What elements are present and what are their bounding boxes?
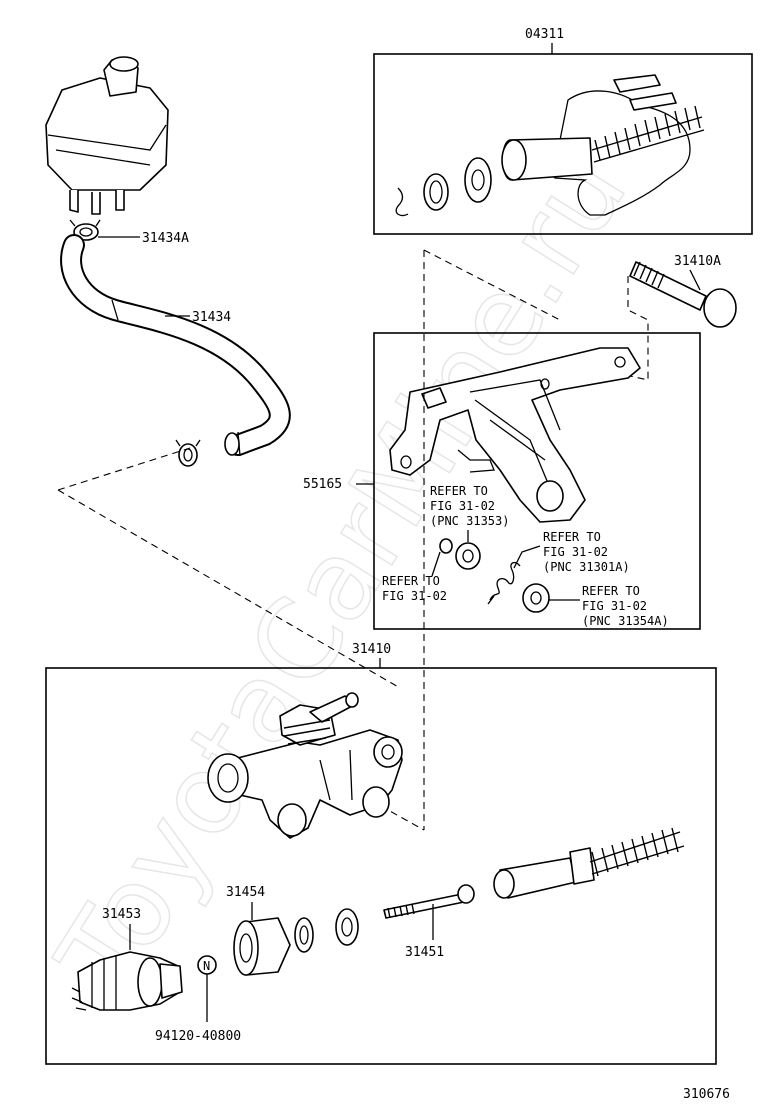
svg-text:REFER TO: REFER TO xyxy=(382,574,440,588)
snap-ring xyxy=(294,917,314,953)
label-31453: 31453 xyxy=(102,907,141,922)
svg-text:FIG 31-02: FIG 31-02 xyxy=(382,589,447,603)
label-31410: 31410 xyxy=(352,642,391,657)
hose-clamp-lower xyxy=(175,439,201,467)
cup-seal xyxy=(233,917,291,976)
leader-31410A xyxy=(689,269,701,291)
svg-text:(PNC 31354A): (PNC 31354A) xyxy=(582,614,669,628)
ref-note-fig-31-02: REFER TO FIG 31-02 xyxy=(382,574,447,603)
label-94120: 94120-40800 xyxy=(155,1029,241,1044)
label-31410A: 31410A xyxy=(674,254,721,269)
label-31434A: 31434A xyxy=(142,231,189,246)
washer xyxy=(335,908,359,946)
ref-note-31353: REFER TO FIG 31-02 (PNC 31353) xyxy=(430,484,509,528)
leader-ref-31301A xyxy=(513,545,541,569)
push-rod xyxy=(383,884,475,919)
svg-text:FIG 31-02: FIG 31-02 xyxy=(582,599,647,613)
label-55165: 55165 xyxy=(303,477,342,492)
piston-assembly xyxy=(493,827,685,899)
label-04311: 04311 xyxy=(525,27,564,42)
kit-04311-parts xyxy=(395,74,705,217)
reservoir-tank xyxy=(45,56,169,215)
svg-text:FIG 31-02: FIG 31-02 xyxy=(430,499,495,513)
bracket-55165-box xyxy=(373,332,701,630)
label-31434: 31434 xyxy=(192,310,231,325)
hose xyxy=(60,234,291,457)
kit-04311-box xyxy=(373,53,753,235)
bolt xyxy=(629,261,737,328)
nut: N xyxy=(197,955,217,975)
boot xyxy=(71,951,183,1011)
dashed-guides xyxy=(57,249,649,831)
svg-text:FIG 31-02: FIG 31-02 xyxy=(543,545,608,559)
cylinder-31410-box xyxy=(45,667,717,1065)
clutch-master-cylinder xyxy=(207,692,403,839)
label-31454: 31454 xyxy=(226,885,265,900)
svg-text:(PNC 31353): (PNC 31353) xyxy=(430,514,509,528)
svg-text:REFER TO: REFER TO xyxy=(582,584,640,598)
svg-text:REFER TO: REFER TO xyxy=(543,530,601,544)
svg-text:REFER TO: REFER TO xyxy=(430,484,488,498)
label-31451: 31451 xyxy=(405,945,444,960)
leader-ref-fig xyxy=(431,551,441,577)
ref-note-31354A: REFER TO FIG 31-02 (PNC 31354A) xyxy=(582,584,669,628)
diagram-id: 310676 xyxy=(683,1087,730,1102)
bracket-parts xyxy=(389,347,641,613)
nut-symbol: N xyxy=(203,959,210,973)
ref-note-31301A: REFER TO FIG 31-02 (PNC 31301A) xyxy=(543,530,630,574)
svg-text:(PNC 31301A): (PNC 31301A) xyxy=(543,560,630,574)
